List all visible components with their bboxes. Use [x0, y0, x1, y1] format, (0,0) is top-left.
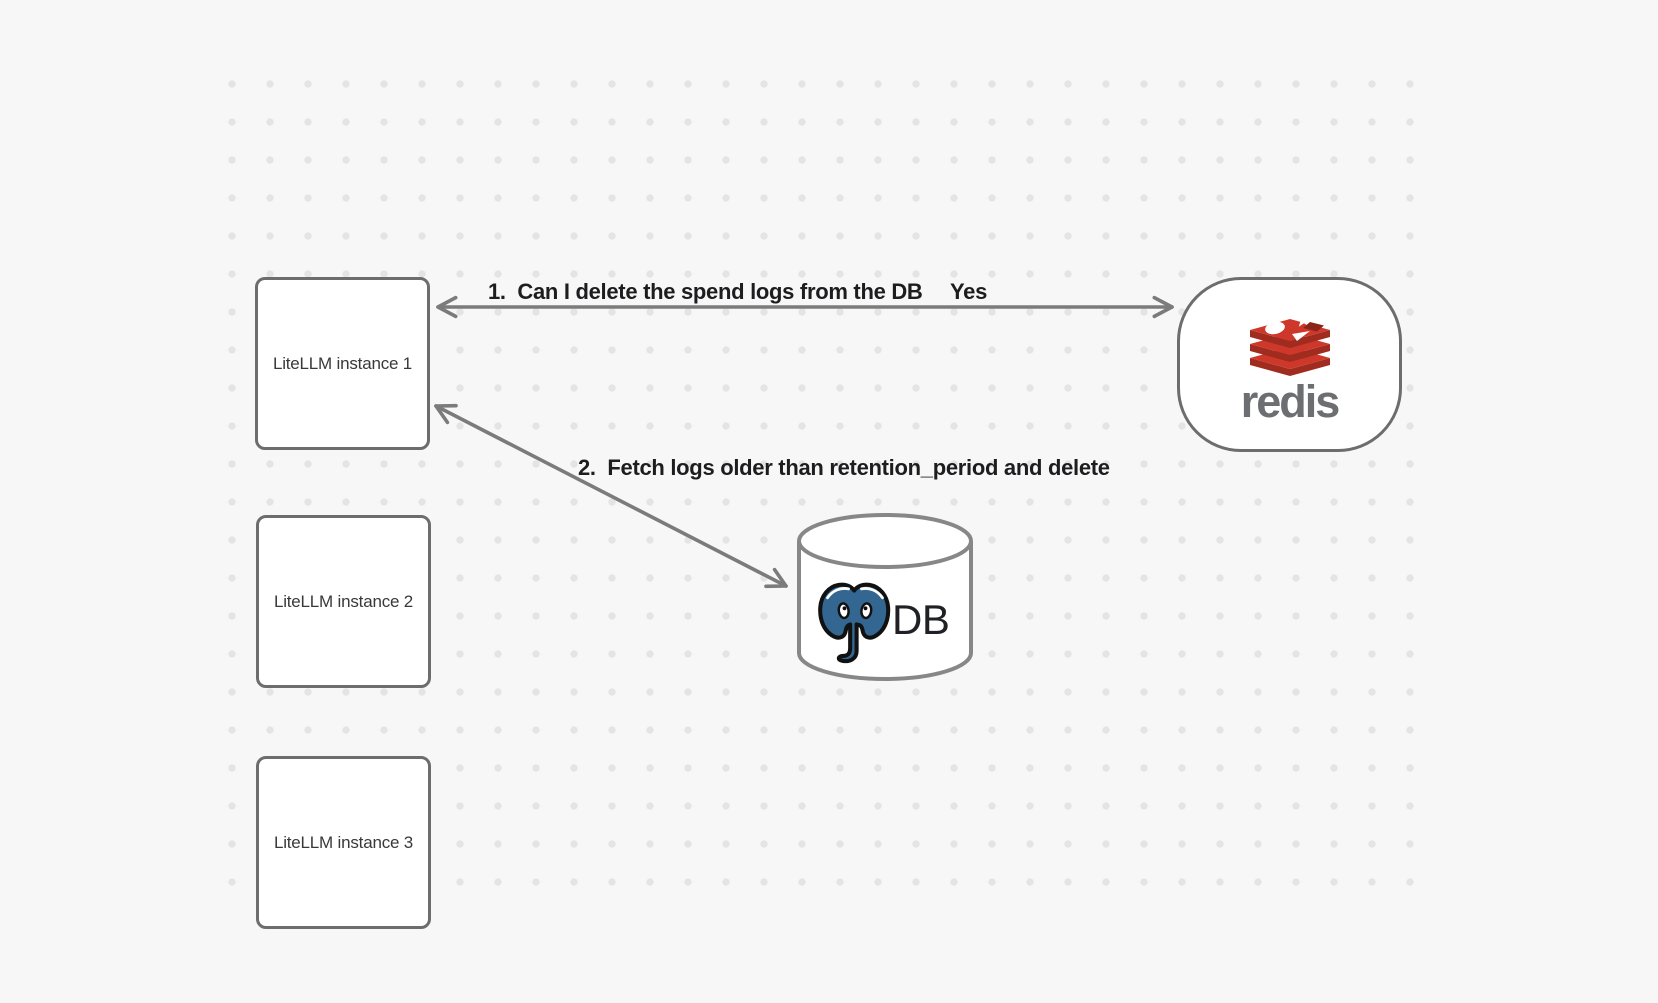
edge-2-label: 2. Fetch logs older than retention_perio… [578, 455, 1110, 480]
node-redis[interactable]: redis [1177, 277, 1402, 452]
node-label-litellm-instance-1: LiteLLM instance 1 [272, 353, 413, 373]
database-label: DB [892, 596, 950, 643]
node-label-litellm-instance-3: LiteLLM instance 3 [273, 832, 414, 852]
node-litellm-instance-2[interactable]: LiteLLM instance 2 [256, 515, 431, 688]
edge-1-label: 1. Can I delete the spend logs from the … [488, 279, 923, 304]
node-litellm-instance-1[interactable]: LiteLLM instance 1 [255, 277, 430, 450]
postgresql-logo-icon [818, 582, 891, 664]
edge-1-line[interactable] [436, 295, 1174, 319]
node-label-litellm-instance-2: LiteLLM instance 2 [273, 591, 414, 611]
edge-2-line[interactable] [434, 403, 788, 589]
edge-1-response-label: Yes [950, 279, 988, 304]
redis-wordmark: redis [1240, 375, 1341, 427]
node-database[interactable]: DB [795, 512, 975, 684]
redis-logo-icon [1249, 311, 1330, 376]
node-litellm-instance-3[interactable]: LiteLLM instance 3 [256, 756, 431, 929]
